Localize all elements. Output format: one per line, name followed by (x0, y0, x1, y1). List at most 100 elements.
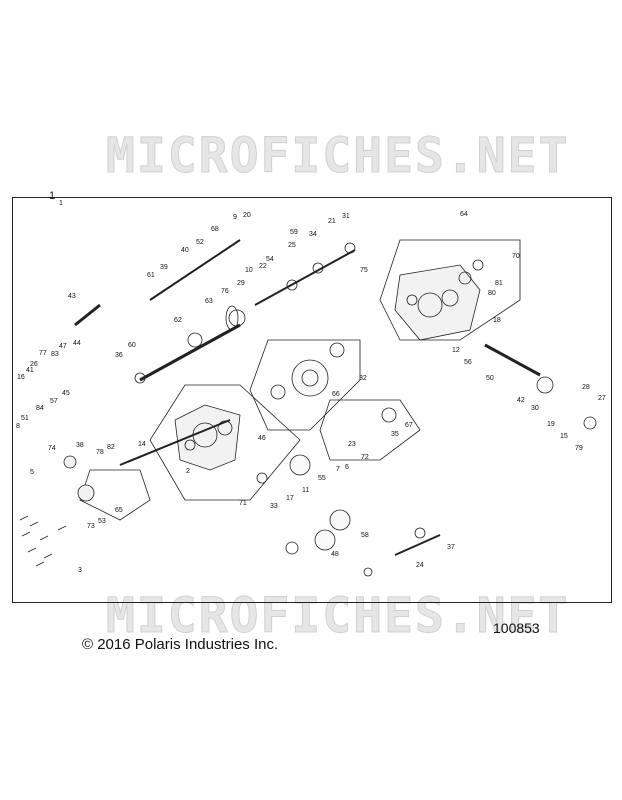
callout-23: 23 (348, 441, 356, 448)
gear-48 (314, 529, 336, 551)
gear-25 (312, 262, 324, 274)
callout-21: 21 (328, 218, 336, 225)
callout-50: 50 (486, 375, 494, 382)
cover-55 (77, 484, 95, 502)
gear-58 (329, 509, 351, 531)
input-shaft (139, 323, 241, 382)
bolt-cluster (19, 515, 67, 567)
callout-24: 24 (416, 562, 424, 569)
callout-47: 47 (59, 343, 67, 350)
callout-8: 8 (16, 423, 20, 430)
callout-25: 25 (288, 242, 296, 249)
callout-63: 63 (205, 298, 213, 305)
flange-15 (583, 416, 597, 430)
callout-37: 37 (447, 544, 455, 551)
callout-68: 68 (211, 226, 219, 233)
callout-53: 53 (98, 518, 106, 525)
gear-24 (286, 279, 298, 291)
callout-1: 1 (59, 200, 63, 207)
shift-rod (119, 419, 231, 466)
bearing-80 (458, 271, 472, 285)
callout-71: 71 (239, 500, 247, 507)
callout-35: 35 (391, 431, 399, 438)
bearing-33b (285, 541, 299, 555)
lower-shaft (394, 534, 441, 556)
callout-52: 52 (196, 239, 204, 246)
callout-12: 12 (452, 347, 460, 354)
watermark-bottom: MICROFICHES.NET (105, 588, 570, 645)
callout-74: 74 (48, 445, 56, 452)
callout-58: 58 (361, 532, 369, 539)
bearing-35 (381, 407, 397, 423)
callout-43: 43 (68, 293, 76, 300)
group-outline-66 (249, 339, 361, 431)
callout-51: 51 (21, 415, 29, 422)
callout-30: 30 (531, 405, 539, 412)
bearing-32a (270, 384, 286, 400)
callout-64: 64 (460, 211, 468, 218)
callout-18: 18 (493, 317, 501, 324)
callout-46: 46 (258, 435, 266, 442)
group-outline-67 (319, 399, 421, 461)
callout-26: 26 (30, 361, 38, 368)
callout-83: 83 (51, 351, 59, 358)
callout-76: 76 (221, 288, 229, 295)
callout-80: 80 (488, 290, 496, 297)
gear-49 (187, 332, 203, 348)
callout-27: 27 (598, 395, 606, 402)
bearing-37 (414, 527, 426, 539)
seal-81 (472, 259, 484, 271)
callout-41: 41 (26, 367, 34, 374)
callout-29: 29 (237, 280, 245, 287)
diagram-frame (12, 197, 612, 603)
callout-2: 2 (186, 468, 190, 475)
group-outline-71 (149, 384, 301, 501)
callout-7: 7 (336, 466, 340, 473)
callout-33: 33 (270, 503, 278, 510)
rear-housing (394, 264, 481, 341)
callout-42: 42 (517, 397, 525, 404)
callout-38: 38 (76, 442, 84, 449)
callout-78: 78 (96, 449, 104, 456)
callout-82: 82 (107, 444, 115, 451)
callout-54: 54 (266, 256, 274, 263)
callout-19: 19 (547, 421, 555, 428)
group-outline-70 (379, 239, 521, 341)
coupler-42 (536, 376, 554, 394)
callout-16: 16 (17, 374, 25, 381)
callout-65: 65 (115, 507, 123, 514)
callout-60: 60 (128, 342, 136, 349)
callout-10: 10 (245, 267, 253, 274)
callout-11: 11 (302, 487, 309, 494)
callout-9: 9 (233, 214, 237, 221)
callout-66: 66 (332, 391, 340, 398)
counter-shaft (254, 249, 356, 306)
callout-36: 36 (115, 352, 123, 359)
callout-31: 31 (342, 213, 350, 220)
callout-39: 39 (160, 264, 168, 271)
callout-70: 70 (512, 253, 520, 260)
output-shaft (484, 343, 541, 377)
callout-3: 3 (78, 567, 82, 574)
callout-77: 77 (39, 350, 47, 357)
callout-17: 17 (286, 495, 294, 502)
washer-36 (363, 567, 373, 577)
callout-67: 67 (405, 422, 413, 429)
callout-32: 32 (359, 375, 367, 382)
callout-59: 59 (290, 229, 298, 236)
callout-79: 79 (575, 445, 583, 452)
callout-15: 15 (560, 433, 568, 440)
callout-labels: 1235678910111214151617181920212223242526… (16, 200, 606, 574)
watermark-top: MICROFICHES.NET (105, 128, 570, 185)
callout-5: 5 (30, 469, 34, 476)
sensor-74 (63, 455, 77, 469)
callout-44: 44 (73, 340, 81, 347)
callout-6: 6 (345, 464, 349, 471)
belt-76 (225, 305, 239, 331)
shift-fork-shaft (149, 239, 241, 301)
callout-57: 57 (50, 398, 58, 405)
callout-55: 55 (318, 475, 326, 482)
callout-61: 61 (147, 272, 155, 279)
callout-62: 62 (174, 317, 182, 324)
